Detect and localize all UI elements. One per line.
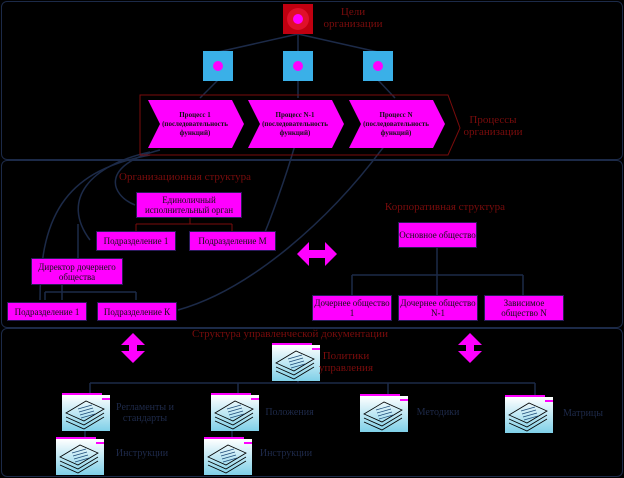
provisions-doc-icon xyxy=(211,393,259,431)
provisions-label: Положения xyxy=(265,407,314,418)
documents-panel xyxy=(1,328,623,477)
methods-doc-icon xyxy=(360,394,408,432)
policy-doc-icon xyxy=(272,343,320,381)
sub-division-k-box: Подразделение К xyxy=(97,302,177,321)
instructions-label-1: Инструкции xyxy=(115,448,169,459)
process-label-1: Процесс 1 (последовательность функций) xyxy=(162,110,228,137)
process-node-1 xyxy=(203,51,233,81)
structures-panel xyxy=(1,160,623,328)
corp-structure-label: Корпоративная структура xyxy=(384,201,506,213)
process-node-3 xyxy=(363,51,393,81)
processes-label: Процессы организации xyxy=(463,114,523,138)
methods-label: Методики xyxy=(416,407,460,418)
matrices-doc-icon xyxy=(505,395,553,433)
regulations-doc-icon xyxy=(62,393,110,431)
sub-division-1-box: Подразделение 1 xyxy=(7,302,87,321)
instructions-label-2: Инструкции xyxy=(259,448,313,459)
instructions-doc-icon-2 xyxy=(204,437,252,475)
division-1-box: Подразделение 1 xyxy=(96,231,176,251)
matrices-label: Матрицы xyxy=(563,408,603,419)
processes-panel xyxy=(1,1,623,160)
process-node-2 xyxy=(283,51,313,81)
division-m-box: Подразделение М xyxy=(189,231,276,251)
process-label-2: Процесс N-1 (последовательность функций) xyxy=(262,110,328,137)
goals-node xyxy=(283,4,313,34)
main-company-box: Основное общество xyxy=(398,222,477,248)
instructions-doc-icon-1 xyxy=(56,437,104,475)
child-company-1-box: Дочернее общество 1 xyxy=(312,295,392,321)
process-label-3: Процесс N (последовательность функций) xyxy=(363,110,429,137)
subsidiary-director-box: Директор дочернего общества xyxy=(31,258,123,285)
policy-label: Политики управления xyxy=(318,350,374,374)
child-company-n1-box: Дочернее общество N-1 xyxy=(398,295,478,321)
executive-box: Единоличный исполнительный орган xyxy=(136,192,242,218)
goals-label: Цели организации xyxy=(323,6,383,30)
regulations-label: Регламенты и стандарты xyxy=(116,402,174,424)
org-structure-label: Организационная структура xyxy=(119,171,251,183)
docs-structure-label: Структура управленческой документации xyxy=(192,328,388,340)
dependent-company-box: Зависимое общество N xyxy=(484,295,564,321)
